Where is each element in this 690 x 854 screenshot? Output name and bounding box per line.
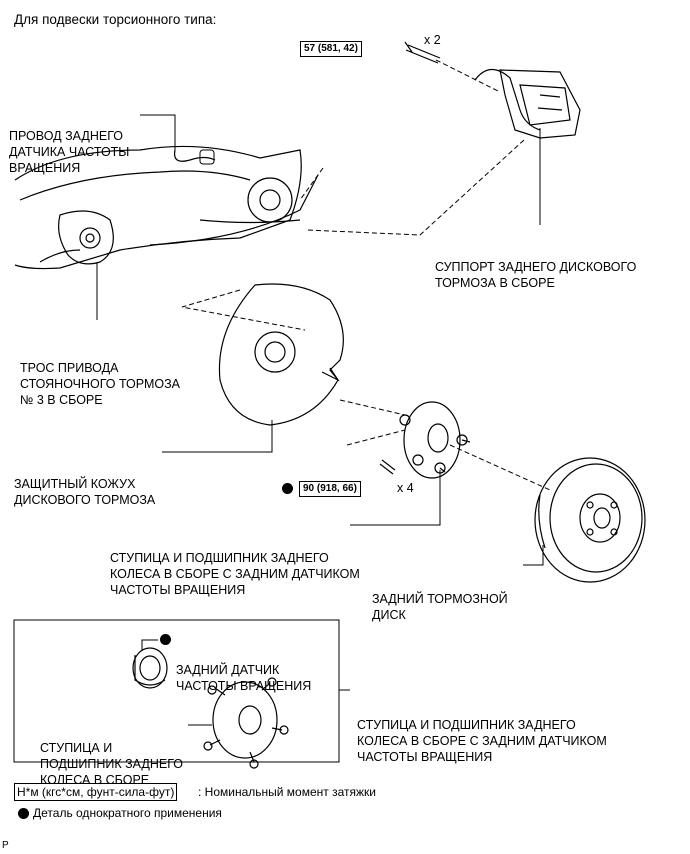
hub-drawing [399,401,471,479]
brake-disc-drawing [534,457,646,583]
legend-dot [18,808,29,819]
legend-non-reusable: Деталь однократного применения [33,806,222,820]
qty-caliper-bolts: x 2 [424,33,441,47]
torsion-beam-drawing [14,145,319,270]
legend-unit-text: : Номинальный момент затяжки [198,785,376,799]
non-reusable-marker-inset [160,634,171,645]
torque-box-caliper: 57 (581, 42) [300,41,362,57]
leader-inset-sensor [141,639,158,650]
non-reusable-marker [282,483,293,494]
dust-cover-drawing [218,283,344,426]
leader-dust-cover [162,420,273,453]
caliper-drawing [474,68,581,139]
leader-disc [523,545,544,566]
corner-mark: P [2,840,9,851]
leader-hub-assembly [350,470,441,526]
inset-frame [13,619,340,763]
qty-hub-bolts: x 4 [397,481,414,495]
leader-sensor-wire [140,114,176,150]
page-title: Для подвески торсионного типа: [14,12,217,27]
legend-unit-box: Н*м (кгс*см, фунт-сила-фут) [14,783,178,801]
dashed-alignment-lines [181,59,551,491]
torque-box-hub: 90 (918, 66) [299,481,361,497]
